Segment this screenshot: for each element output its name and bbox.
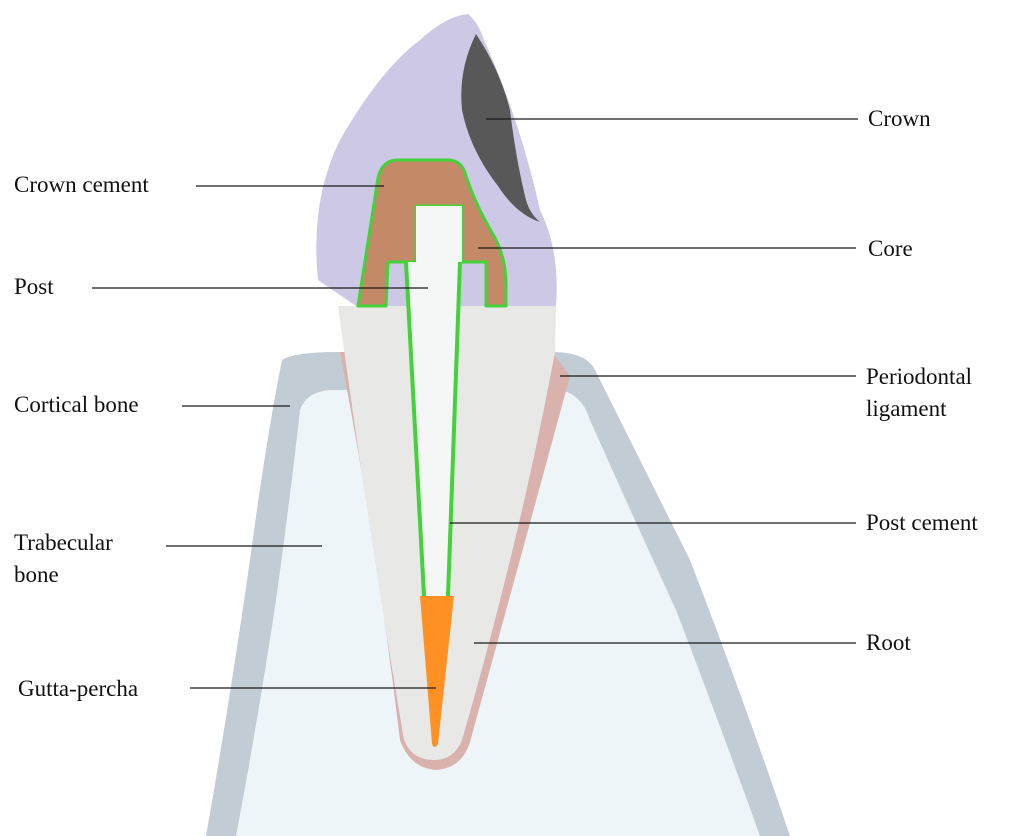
label-crown-cement: Crown cement bbox=[14, 170, 149, 200]
label-post: Post bbox=[14, 272, 54, 302]
label-root: Root bbox=[866, 628, 911, 658]
label-trabecular-bone-line2: bone bbox=[14, 560, 59, 590]
label-gutta-percha: Gutta-percha bbox=[18, 674, 138, 704]
label-crown: Crown bbox=[868, 104, 931, 134]
label-core: Core bbox=[868, 234, 913, 264]
label-periodontal-ligament-line2: ligament bbox=[866, 394, 946, 424]
label-post-cement: Post cement bbox=[866, 508, 978, 538]
label-periodontal-ligament-line1: Periodontal bbox=[866, 362, 972, 392]
label-cortical-bone: Cortical bone bbox=[14, 390, 139, 420]
label-trabecular-bone-line1: Trabecular bbox=[14, 528, 113, 558]
